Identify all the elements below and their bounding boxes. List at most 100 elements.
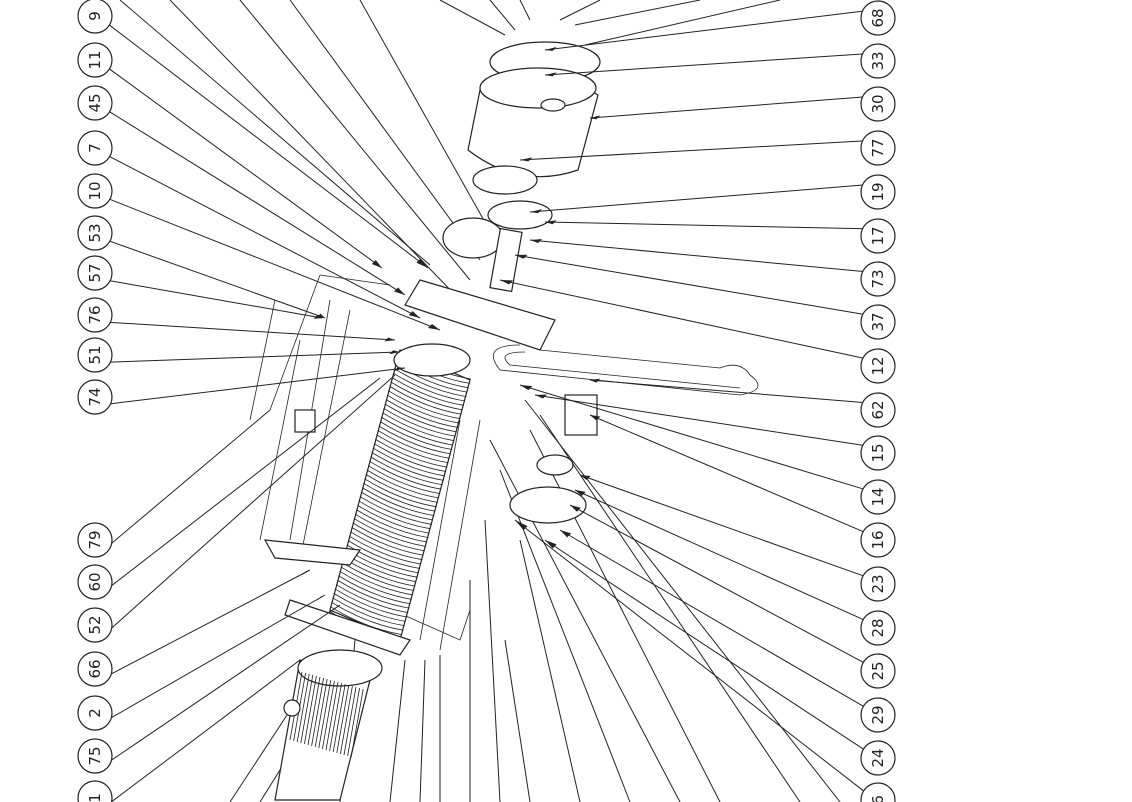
balloon-circle	[860, 86, 896, 122]
coil-turn	[366, 469, 440, 499]
coil-turn	[377, 429, 450, 459]
coil-turn	[389, 385, 462, 415]
motor-fin	[343, 686, 357, 756]
balloon-circle	[77, 337, 113, 373]
balloon-circle	[860, 392, 896, 428]
arrowhead	[292, 660, 300, 667]
part-number: 62	[869, 400, 887, 419]
mounting-plate	[404, 279, 556, 351]
balloon-28: 28	[860, 610, 896, 646]
motor-fin	[296, 673, 310, 743]
coil-turn	[334, 588, 407, 618]
coil-turn	[360, 491, 434, 521]
part-number: 17	[869, 226, 887, 245]
arrowhead	[394, 287, 405, 295]
part-number: 66	[86, 659, 104, 678]
arrowhead	[428, 324, 440, 330]
balloon-6: 6	[860, 782, 896, 802]
part-number: 33	[869, 51, 887, 70]
leader-line	[519, 384, 867, 491]
balloon-15: 15	[860, 435, 896, 471]
leader-line	[106, 22, 429, 269]
balloon-circle	[77, 695, 113, 731]
balloon-16: 16	[860, 522, 896, 558]
leader-line	[106, 66, 383, 269]
part-number: 53	[86, 223, 104, 242]
balloon-12: 12	[860, 348, 896, 384]
balloon-circle	[77, 738, 113, 774]
gear-1	[472, 165, 538, 195]
arrowhead	[515, 520, 528, 531]
coil-turn	[335, 584, 409, 613]
balloon-circle	[860, 218, 896, 254]
balloon-23: 23	[860, 566, 896, 602]
leader-line	[106, 351, 401, 363]
motor-fin	[307, 676, 321, 746]
bracket	[294, 409, 316, 433]
balloon-33: 33	[860, 43, 896, 79]
part-number: 25	[869, 661, 887, 680]
part-number: 68	[869, 8, 887, 27]
balloon-75: 75	[77, 738, 113, 774]
coil-turn	[365, 474, 438, 503]
arrowhead	[394, 367, 405, 372]
leader-line	[589, 96, 867, 119]
leader-line	[106, 409, 271, 548]
coil-turn	[329, 606, 403, 635]
balloon-45: 45	[77, 85, 113, 121]
coil-turn	[352, 522, 425, 552]
balloon-circle	[77, 297, 113, 333]
balloon-circle	[77, 42, 113, 78]
part-number: 14	[869, 487, 887, 506]
leader-line	[519, 140, 867, 161]
leader-line	[569, 504, 867, 665]
motor-fin	[350, 688, 364, 758]
balloon-circle	[77, 607, 113, 643]
balloon-circle	[860, 348, 896, 384]
balloon-17: 17	[860, 218, 896, 254]
arrowhead	[545, 72, 557, 77]
part-number: 19	[869, 182, 887, 201]
coil-turn	[362, 487, 435, 517]
balloon-51: 51	[77, 337, 113, 373]
leader-line	[106, 109, 406, 296]
coil-turn	[358, 500, 431, 530]
balloon-10: 10	[77, 173, 113, 209]
leader-line	[106, 374, 396, 633]
balloon-circle	[860, 0, 896, 36]
coil-turn	[363, 482, 436, 512]
part-number: 9	[86, 11, 104, 21]
part-number: 51	[86, 345, 104, 364]
part-number: 45	[86, 93, 104, 112]
arrowhead	[384, 337, 395, 342]
coil-turn	[332, 597, 405, 627]
leader-line	[106, 594, 326, 721]
bearing	[540, 98, 566, 112]
coil-turn	[394, 368, 467, 398]
part-number: 2	[86, 708, 104, 718]
motor-fin	[329, 682, 342, 752]
coil-turn	[339, 570, 412, 600]
block	[564, 394, 598, 436]
leader-line	[519, 539, 581, 802]
balloon-74: 74	[77, 379, 113, 415]
coil-turn	[376, 434, 449, 464]
coil-turn	[380, 416, 454, 446]
balloon-77: 77	[860, 130, 896, 166]
part-number: 12	[869, 356, 887, 375]
arrowhead	[384, 375, 395, 385]
motor-fin	[332, 683, 346, 753]
balloon-callouts: 9114571053577651747960526627516833307719…	[77, 0, 896, 802]
coil-turn	[383, 407, 456, 437]
balloon-circle	[860, 653, 896, 689]
balloon-62: 62	[860, 392, 896, 428]
arrowhead	[389, 350, 400, 355]
part-number: 52	[86, 615, 104, 634]
arrowhead	[575, 490, 586, 496]
balloon-circle	[860, 43, 896, 79]
part-number: 30	[869, 94, 887, 113]
arrowhead	[515, 254, 528, 259]
arrowhead	[590, 415, 601, 421]
part-number: 37	[869, 312, 887, 331]
leader-line	[289, 0, 481, 261]
